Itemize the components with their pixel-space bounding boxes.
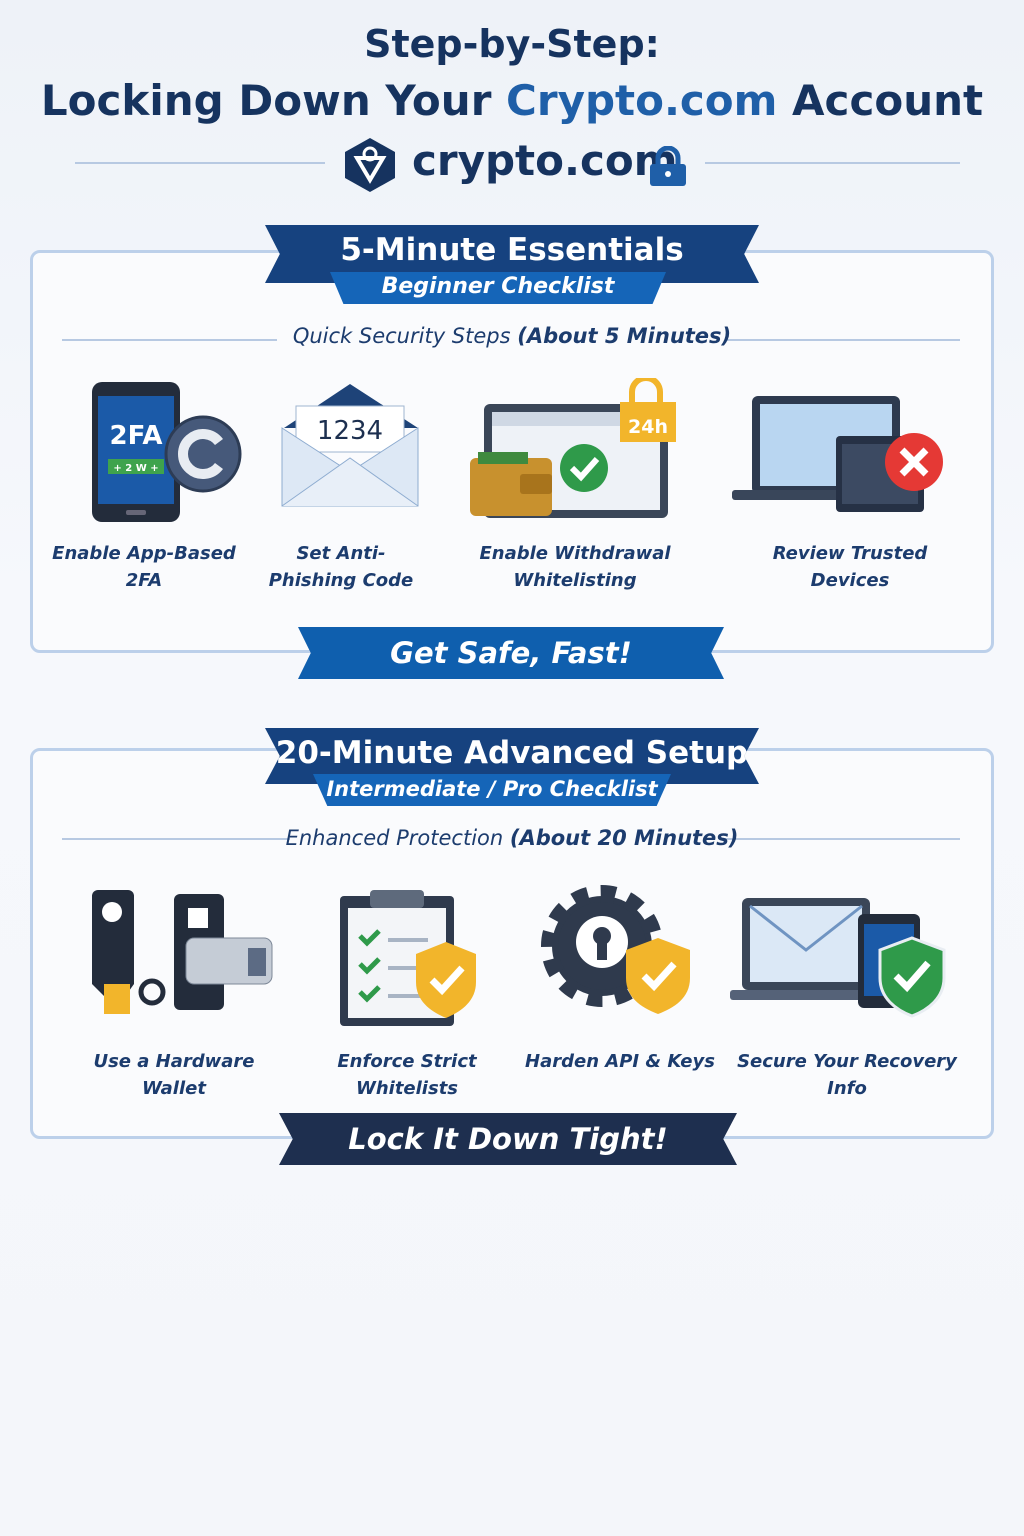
step-label: Harden API & Keys bbox=[525, 1051, 715, 1072]
intro-text: Enhanced Protection bbox=[285, 826, 510, 850]
section-subtitle: Intermediate / Pro Checklist bbox=[313, 774, 671, 806]
title-text-end: Account bbox=[777, 76, 984, 125]
clipboard-shield-icon bbox=[340, 890, 476, 1026]
step-label: Enable Withdrawal Whitelisting bbox=[479, 543, 671, 591]
icon-2fa-badge: + 2 W + bbox=[113, 463, 158, 474]
title-accent: Crypto.com bbox=[506, 76, 778, 125]
intro-duration: (About 20 Minutes) bbox=[509, 826, 739, 850]
brand-name: crypto.com bbox=[412, 136, 678, 185]
section-subtitle: Beginner Checklist bbox=[330, 272, 666, 304]
step-label: Secure Your Recovery Info bbox=[737, 1051, 957, 1099]
divider bbox=[727, 339, 960, 341]
divider bbox=[75, 162, 325, 164]
email-phone-shield-icon bbox=[730, 898, 946, 1018]
intro-duration: (About 5 Minutes) bbox=[517, 324, 732, 348]
step-label: Use a Hardware Wallet bbox=[93, 1051, 255, 1099]
divider bbox=[62, 838, 290, 840]
step-label: Set Anti-Phishing Code bbox=[268, 543, 414, 591]
phone-2fa-icon: 2FA + 2 W + bbox=[92, 382, 242, 522]
crypto-logo-icon bbox=[345, 138, 395, 192]
brand-row: crypto.com bbox=[0, 132, 1024, 194]
step-label: Review Trusted Devices bbox=[772, 543, 928, 591]
step-label: Enforce Strict Whitelists bbox=[337, 1051, 477, 1099]
envelope-code-icon: 1234 bbox=[281, 384, 419, 507]
title-text: Locking Down Your bbox=[40, 76, 507, 125]
lock-icon bbox=[650, 146, 686, 186]
divider bbox=[720, 838, 960, 840]
hardware-wallet-icon bbox=[92, 890, 273, 1014]
cta-banner: Lock It Down Tight! bbox=[279, 1113, 737, 1165]
wallet-laptop-icon: 24h bbox=[470, 378, 676, 518]
title-line-1: Step-by-Step: bbox=[364, 22, 660, 66]
cta-banner: Get Safe, Fast! bbox=[298, 627, 724, 679]
step-label: Enable App-Based 2FA bbox=[52, 543, 236, 591]
divider bbox=[62, 339, 277, 341]
section-intro: Quick Security Steps (About 5 Minutes) bbox=[0, 324, 1024, 348]
gear-key-shield-icon bbox=[541, 885, 690, 1014]
icon-2fa-text: 2FA bbox=[110, 421, 163, 451]
devices-remove-icon bbox=[732, 396, 943, 512]
section-intro: Enhanced Protection (About 20 Minutes) bbox=[0, 826, 1024, 850]
icon-code-text: 1234 bbox=[317, 416, 383, 446]
title-line-2: Locking Down Your Crypto.com Account bbox=[0, 76, 1024, 125]
divider bbox=[705, 162, 960, 164]
icon-24h-text: 24h bbox=[628, 416, 668, 438]
intro-text: Quick Security Steps bbox=[292, 324, 518, 348]
